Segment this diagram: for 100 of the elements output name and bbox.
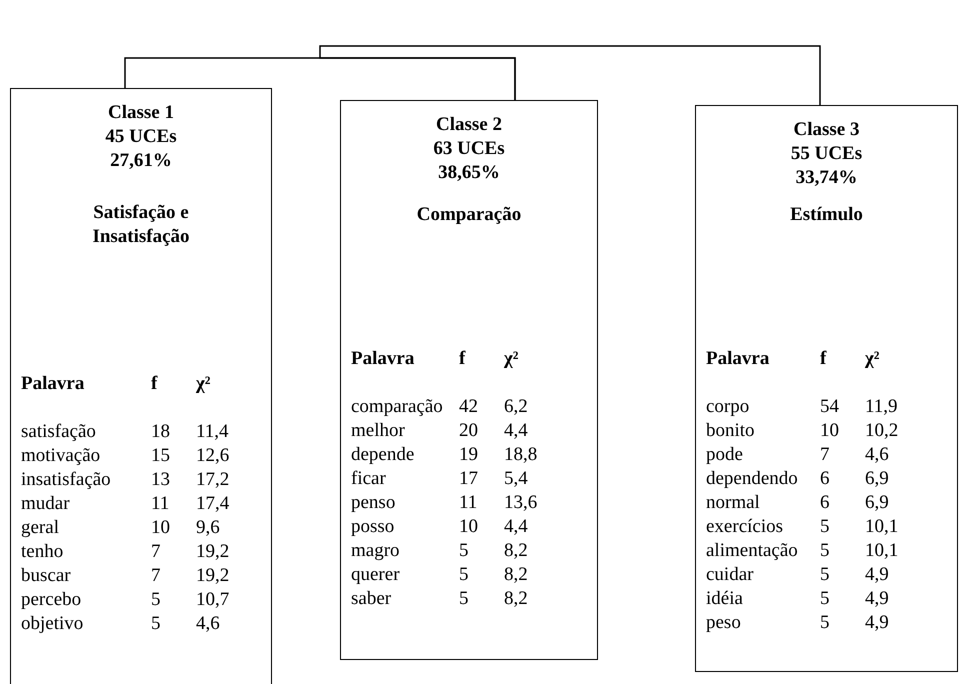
column-header: χ² [504,347,520,371]
table-cell-text: 18 [151,420,171,444]
class-title: Estímulo [789,203,864,227]
table-cell-text: 7 [820,443,830,467]
table-cell-text: 4,6 [196,612,221,636]
table-cell-text: 13,6 [504,491,538,515]
column-header: Palavra [21,372,86,396]
column-header: Palavra [706,347,770,371]
table-cell-text: motivação [21,444,102,468]
table-cell-text: 10,2 [865,419,900,443]
table-cell-text: 4,9 [865,587,890,611]
table-cell-text: querer [351,563,401,587]
class-heading: 45 UCEs [105,125,177,149]
class-heading: 55 UCEs [790,142,862,166]
table-cell-text: 5 [820,611,830,635]
table-cell-text: comparação [351,395,444,419]
table-cell-text: 8,2 [504,539,529,563]
table-cell-text: alimentação [706,539,799,563]
table-cell-text: objetivo [21,612,84,636]
table-cell-text: 17 [459,467,479,491]
table-cell-text: 19,2 [196,540,230,564]
table-cell-text: exercícios [706,515,784,539]
table-cell-text: 6 [820,467,830,491]
table-cell-text: ficar [351,467,387,491]
class-box [340,100,598,660]
table-cell-text: idéia [706,587,744,611]
table-cell-text: 10,1 [865,515,900,539]
class-heading: Classe 3 [794,118,860,142]
table-cell-text: 5 [820,539,830,563]
table-cell-text: 11,9 [865,395,899,419]
table-cell-text: dependendo [706,467,799,491]
table-cell-text: 54 [820,395,840,419]
class-heading: 27,61% [110,149,172,173]
table-cell-text: 6,9 [865,491,890,515]
table-cell-text: 5,4 [504,467,529,491]
table-cell-text: 5 [820,563,830,587]
table-cell-text: 15 [151,444,171,468]
table-cell-text: pode [706,443,744,467]
table-cell-text: 6,9 [865,467,890,491]
table-cell-text: 5 [459,587,470,611]
table-cell-text: 4,9 [865,563,890,587]
table-cell-text: 18,8 [504,443,538,467]
table-cell-text: bonito [706,419,756,443]
table-cell-text: 5 [459,563,470,587]
table-cell-text: penso [351,491,396,515]
class-heading: 38,65% [438,161,500,185]
column-header: f [151,372,158,396]
table-cell-text: buscar [21,564,72,588]
table-cell-text: 10 [820,419,840,443]
table-cell-text: percebo [21,588,82,612]
table-cell-text: melhor [351,419,406,443]
table-cell-text: 5 [820,587,830,611]
table-cell-text: magro [351,539,401,563]
class-box [10,88,272,684]
table-cell-text: 11,4 [196,420,230,444]
table-cell-text: insatisfação [21,468,112,492]
table-cell-text: 10,1 [865,539,900,563]
table-cell-text: 19,2 [196,564,230,588]
table-cell-text: 6 [820,491,830,515]
table-cell-text: 5 [151,612,162,636]
class-heading: 33,74% [796,166,858,190]
table-cell-text: 4,6 [865,443,890,467]
column-header: f [459,347,466,371]
table-cell-text: 8,2 [504,587,529,611]
table-cell-text: 20 [459,419,479,443]
table-cell-text: 12,6 [196,444,230,468]
table-cell-text: 4,4 [504,515,529,539]
table-cell-text: 6,2 [504,395,529,419]
table-cell-text: geral [21,516,60,540]
table-cell-text: 19 [459,443,479,467]
table-cell-text: 7 [151,540,162,564]
table-cell-text: 4,9 [865,611,890,635]
table-cell-text: 4,4 [504,419,529,443]
table-cell-text: 5 [459,539,470,563]
table-cell-text: 5 [820,515,830,539]
table-cell-text: normal [706,491,761,515]
table-cell-text: 11 [459,491,478,515]
table-cell-text: 7 [151,564,162,588]
table-cell-text: 17,2 [196,468,230,492]
column-header: χ² [865,347,880,371]
table-cell-text: posso [351,515,396,539]
class-title: Comparação [416,203,522,227]
table-cell-text: saber [351,587,392,611]
table-cell-text: corpo [706,395,750,419]
table-cell-text: satisfação [21,420,97,444]
table-cell-text: 10,7 [196,588,230,612]
table-cell-text: mudar [21,492,71,516]
class-heading: Classe 2 [436,113,502,137]
class-heading: 63 UCEs [433,137,505,161]
table-cell-text: 17,4 [196,492,230,516]
table-cell-text: peso [706,611,742,635]
table-cell-text: 13 [151,468,171,492]
column-header: χ² [196,372,212,396]
table-cell-text: 10 [151,516,171,540]
class-title: Satisfação e Insatisfação [91,201,191,249]
table-cell-text: 42 [459,395,479,419]
column-header: Palavra [351,347,416,371]
table-cell-text: 10 [459,515,479,539]
table-cell-text: 9,6 [196,516,221,540]
table-cell-text: 11 [151,492,170,516]
